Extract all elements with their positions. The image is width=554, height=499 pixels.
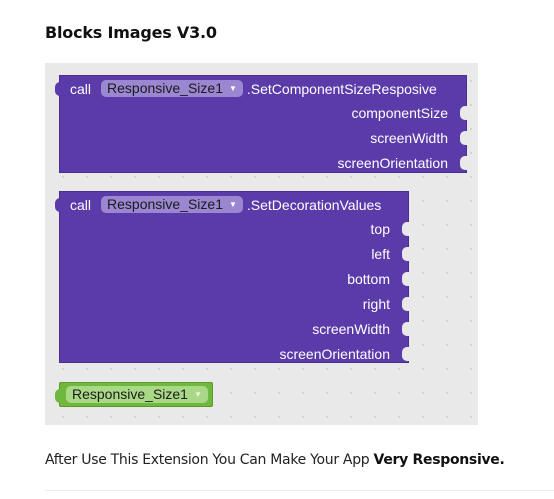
block-connector — [55, 389, 62, 403]
param-label: screenOrientation — [337, 154, 448, 171]
component-dropdown[interactable]: Responsive_Size1 ▼ — [101, 196, 243, 213]
footer-text: After Use This Extension You Can Make Yo… — [45, 452, 505, 468]
param-label: bottom — [347, 270, 390, 287]
param-label: left — [371, 245, 390, 262]
component-dropdown[interactable]: Responsive_Size1 ▼ — [66, 386, 208, 403]
block-connector — [55, 198, 62, 212]
set-component-size-block[interactable]: call Responsive_Size1 ▼ .SetComponentSiz… — [55, 75, 468, 175]
param-socket[interactable] — [402, 346, 410, 361]
param-top: top — [370, 216, 410, 241]
section-heading: Blocks Images V3.0 — [45, 23, 217, 42]
set-decoration-values-block[interactable]: call Responsive_Size1 ▼ .SetDecorationVa… — [55, 191, 410, 366]
param-socket[interactable] — [402, 296, 410, 311]
param-socket[interactable] — [402, 246, 410, 261]
param-label: right — [362, 295, 390, 312]
component-reference-block[interactable]: Responsive_Size1 ▼ — [55, 382, 213, 407]
param-socket[interactable] — [460, 130, 468, 145]
param-screen-width: screenWidth — [312, 316, 410, 341]
param-component-size: componentSize — [351, 100, 468, 125]
blocks-workspace[interactable]: call Responsive_Size1 ▼ .SetComponentSiz… — [45, 63, 478, 425]
dropdown-arrow-icon: ▼ — [228, 84, 237, 93]
dropdown-arrow-icon: ▼ — [228, 200, 237, 209]
block-header: call Responsive_Size1 ▼ .SetDecorationVa… — [60, 192, 381, 217]
param-socket[interactable] — [402, 321, 410, 336]
block-connector — [55, 82, 62, 96]
param-socket[interactable] — [402, 271, 410, 286]
call-keyword: call — [70, 196, 92, 213]
param-screen-width: screenWidth — [370, 125, 468, 150]
component-dropdown[interactable]: Responsive_Size1 ▼ — [101, 80, 243, 97]
param-socket[interactable] — [460, 155, 468, 170]
component-dropdown-label: Responsive_Size1 — [72, 386, 188, 402]
param-socket[interactable] — [460, 105, 468, 120]
component-dropdown-label: Responsive_Size1 — [107, 196, 223, 212]
dropdown-arrow-icon: ▼ — [193, 390, 202, 399]
param-label: componentSize — [351, 104, 448, 121]
param-bottom: bottom — [347, 266, 410, 291]
param-right: right — [362, 291, 410, 316]
param-label: screenOrientation — [279, 345, 390, 362]
param-label: screenWidth — [370, 129, 448, 146]
param-screen-orientation: screenOrientation — [279, 341, 410, 366]
footer-plain: After Use This Extension You Can Make Yo… — [45, 452, 374, 468]
param-label: top — [370, 220, 390, 237]
component-dropdown-label: Responsive_Size1 — [107, 80, 223, 96]
divider — [45, 490, 554, 491]
call-keyword: call — [70, 80, 92, 97]
param-socket[interactable] — [402, 221, 410, 236]
param-screen-orientation: screenOrientation — [337, 150, 468, 175]
param-left: left — [371, 241, 410, 266]
param-label: screenWidth — [312, 320, 390, 337]
block-header: call Responsive_Size1 ▼ .SetComponentSiz… — [60, 76, 437, 101]
footer-bold: Very Responsive. — [373, 452, 505, 468]
method-name: .SetComponentSizeResposive — [246, 80, 437, 97]
method-name: .SetDecorationValues — [246, 196, 382, 213]
